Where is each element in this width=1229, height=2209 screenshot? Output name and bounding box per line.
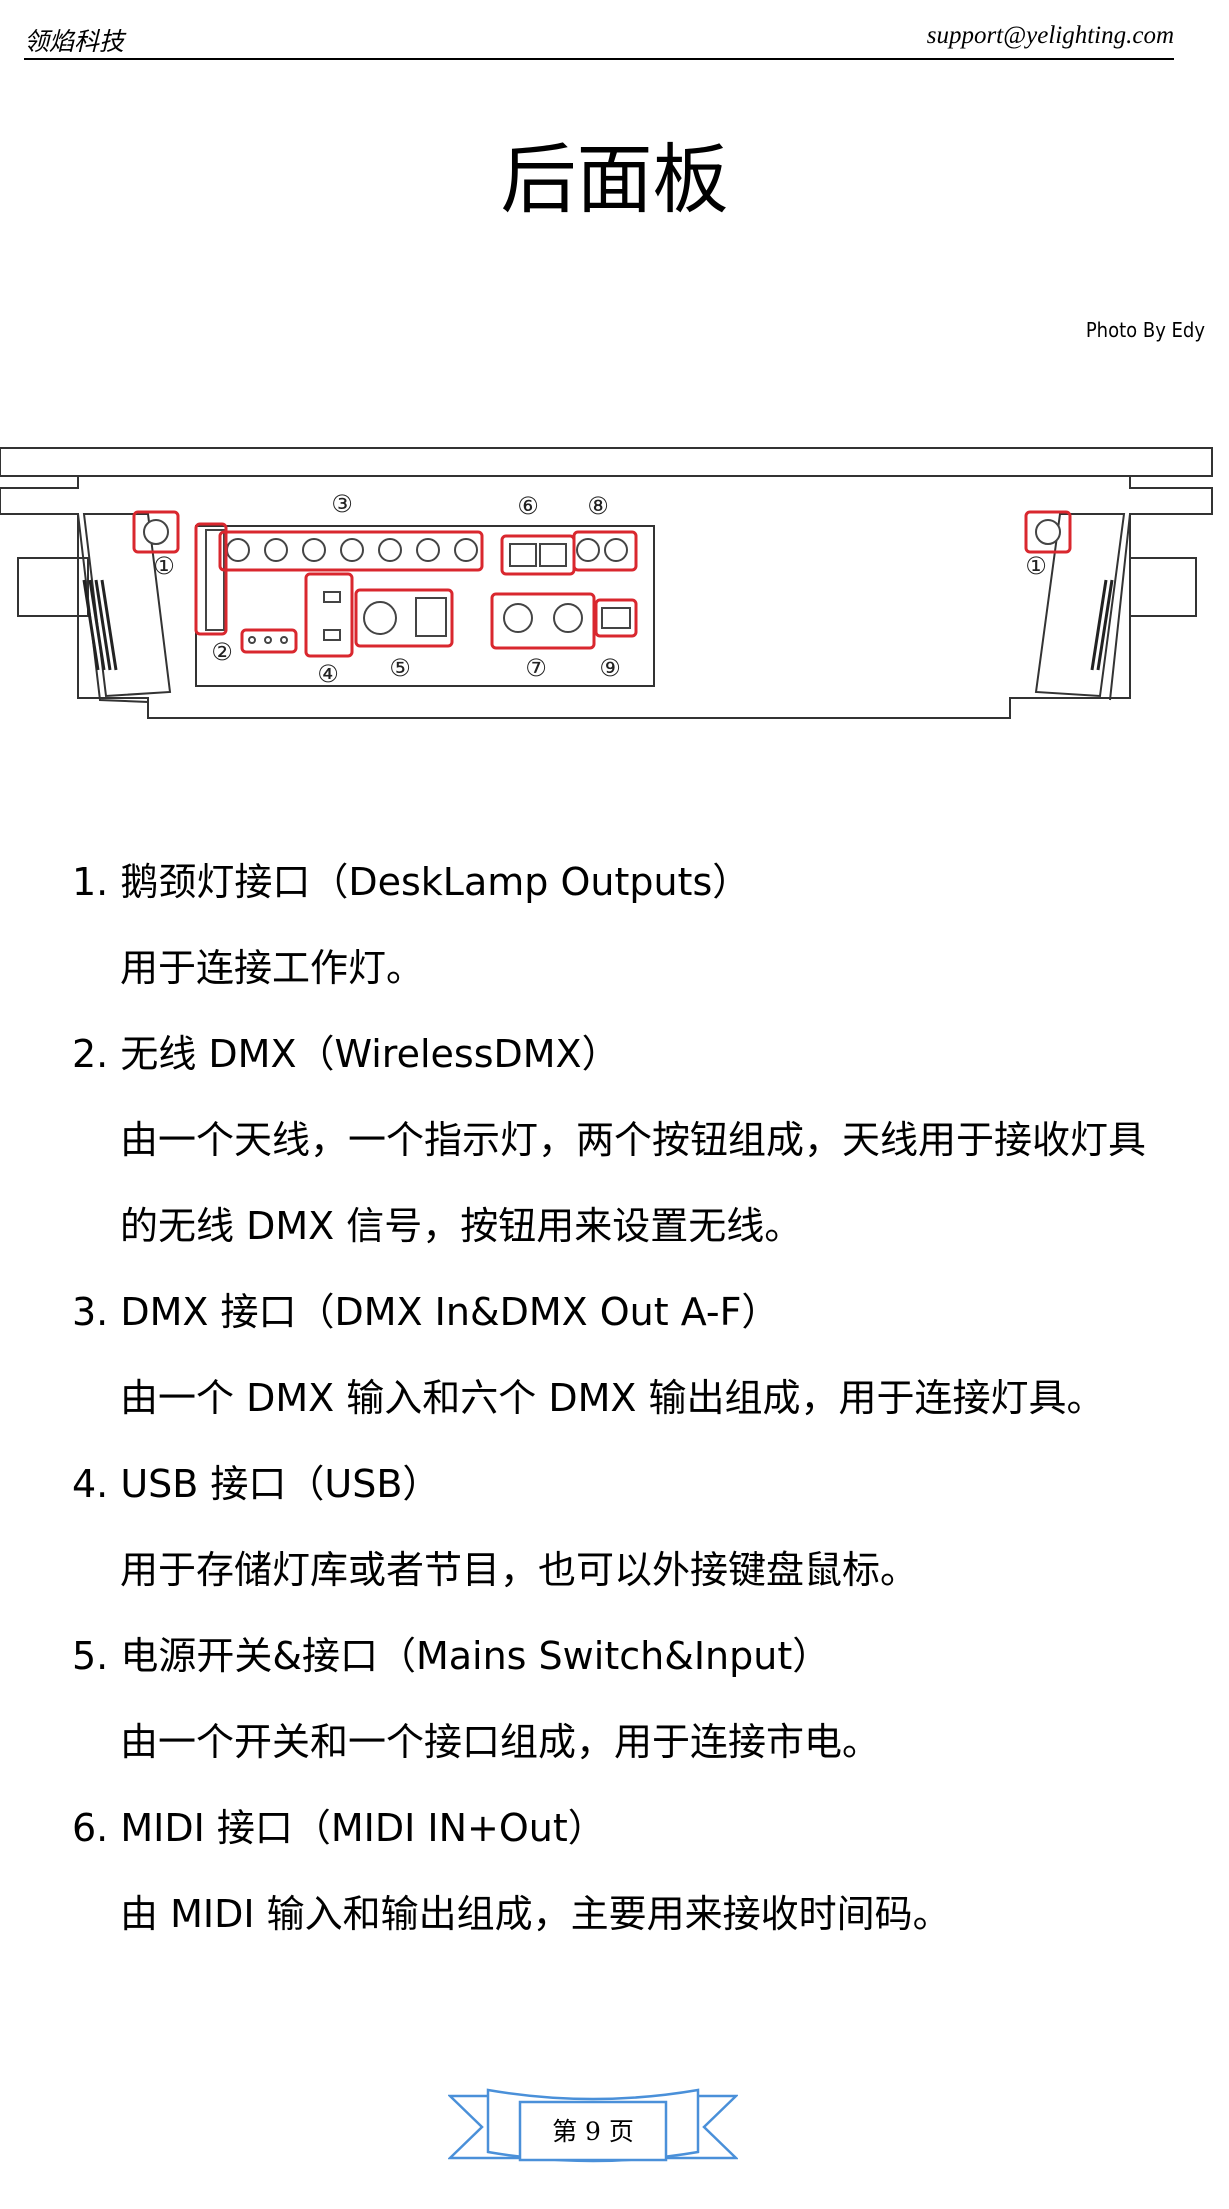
support-email[interactable]: support@yelighting.com <box>926 22 1174 49</box>
dmx-out-a-connector <box>264 538 288 562</box>
item-title: 6. MIDI 接口（MIDI IN+Out） <box>72 1806 606 1850</box>
item-title: 3. DMX 接口（DMX In&DMX Out A-F） <box>72 1290 780 1334</box>
page-number: 第 9 页 <box>552 2117 634 2146</box>
highlight-xlr-7 <box>490 592 596 650</box>
right-wing <box>1109 513 1212 701</box>
left-handle <box>17 557 89 617</box>
item-title: 1. 鹅颈灯接口（DeskLamp Outputs） <box>72 860 751 904</box>
left-vent <box>82 579 118 671</box>
highlight-dmx-ports <box>218 530 484 572</box>
ribbon-center <box>518 2100 668 2162</box>
page-number-ribbon: 第 9 页 <box>446 2088 740 2174</box>
page-title: 后面板 <box>500 135 729 224</box>
midi-out-connector <box>553 603 583 633</box>
item-desc: 由一个开关和一个接口组成，用于连接市电。 <box>120 1720 881 1764</box>
list-item-midi: 6. MIDI 接口（MIDI IN+Out） 由 MIDI 输入和输出组成，主… <box>72 1806 1202 1936</box>
mains-switch <box>415 597 447 637</box>
callout-6: ⑥ <box>517 492 539 520</box>
item-desc-continued: 的无线 DMX 信号，按钮用来设置无线。 <box>120 1204 803 1248</box>
page-header: 领焰科技 support@yelighting.com <box>24 20 1174 60</box>
dmx-out-d-connector <box>378 538 402 562</box>
highlight-usb <box>304 572 354 658</box>
highlight-serial <box>594 598 638 638</box>
right-vent <box>1090 579 1114 671</box>
item-desc: 用于存储灯库或者节目，也可以外接键盘鼠标。 <box>120 1548 919 1592</box>
callout-7: ⑦ <box>525 654 547 682</box>
item-title: 4. USB 接口（USB） <box>72 1462 441 1506</box>
list-item-dmx: 3. DMX 接口（DMX In&DMX Out A-F） 由一个 DMX 输入… <box>72 1290 1202 1420</box>
list-item-mains: 5. 电源开关&接口（Mains Switch&Input） 由一个开关和一个接… <box>72 1634 1202 1764</box>
usb-port-b <box>323 629 341 641</box>
dmx-out-e-connector <box>416 538 440 562</box>
callout-9: ⑨ <box>599 654 621 682</box>
dmx-out-b-connector <box>302 538 326 562</box>
highlight-wireless-buttons <box>240 628 298 654</box>
ribbon-icon <box>446 2088 740 2163</box>
callout-1-left: ① <box>153 552 175 580</box>
ethernet-port-b <box>539 543 567 567</box>
usb-port-a <box>323 591 341 603</box>
right-handle <box>1129 557 1197 617</box>
list-item-desklamp: 1. 鹅颈灯接口（DeskLamp Outputs） 用于连接工作灯。 <box>72 860 1202 990</box>
mains-input-socket <box>363 601 397 635</box>
callout-5: ⑤ <box>389 654 411 682</box>
dmx-in-connector <box>226 538 250 562</box>
callout-1-right: ① <box>1025 552 1047 580</box>
callout-2: ② <box>211 638 233 666</box>
item-desc: 由一个 DMX 输入和六个 DMX 输出组成，用于连接灯具。 <box>120 1376 1105 1420</box>
callout-4: ④ <box>317 660 339 688</box>
midi-in-connector <box>503 603 533 633</box>
highlight-desklamp-left <box>132 510 180 554</box>
wireless-button-b <box>280 636 288 644</box>
desklamp-connector-left <box>143 519 169 545</box>
console-body <box>0 475 1213 719</box>
dmx-out-f-connector <box>454 538 478 562</box>
wireless-led <box>248 636 256 644</box>
serial-port <box>601 607 631 629</box>
list-item-usb: 4. USB 接口（USB） 用于存储灯库或者节目，也可以外接键盘鼠标。 <box>72 1462 1202 1592</box>
left-wing <box>0 513 149 718</box>
desklamp-connector-right <box>1035 519 1061 545</box>
ethernet-port-a <box>509 543 537 567</box>
wireless-button-a <box>264 636 272 644</box>
callout-8: ⑧ <box>587 492 609 520</box>
photo-credit: Photo By Edy <box>1085 318 1205 342</box>
item-desc: 由 MIDI 输入和输出组成，主要用来接收时间码。 <box>120 1892 951 1936</box>
highlight-desklamp-right <box>1024 510 1072 554</box>
feature-list: 1. 鹅颈灯接口（DeskLamp Outputs） 用于连接工作灯。 2. 无… <box>72 860 1202 1978</box>
list-item-wireless-dmx: 2. 无线 DMX（WirelessDMX） 由一个天线，一个指示灯，两个按钮组… <box>72 1032 1202 1248</box>
brand-name: 领焰科技 <box>24 27 125 56</box>
xlr-connector-8a <box>576 538 600 562</box>
right-bracket <box>1034 513 1126 698</box>
highlight-xlr-8 <box>572 530 638 572</box>
item-desc: 由一个天线，一个指示灯，两个按钮组成，天线用于接收灯具 <box>120 1118 1147 1162</box>
highlight-wireless-antenna <box>194 522 228 636</box>
xlr-connector-8b <box>604 538 628 562</box>
rear-panel-diagram: ① ② ③ ④ ⑤ ⑥ ⑦ ⑧ ⑨ ① <box>0 447 1213 719</box>
dmx-out-c-connector <box>340 538 364 562</box>
item-title: 2. 无线 DMX（WirelessDMX） <box>72 1032 620 1076</box>
item-title: 5. 电源开关&接口（Mains Switch&Input） <box>72 1634 831 1678</box>
callout-3: ③ <box>331 490 353 518</box>
highlight-mains <box>354 588 454 648</box>
console-lid <box>0 447 1213 477</box>
item-desc: 用于连接工作灯。 <box>120 946 425 990</box>
